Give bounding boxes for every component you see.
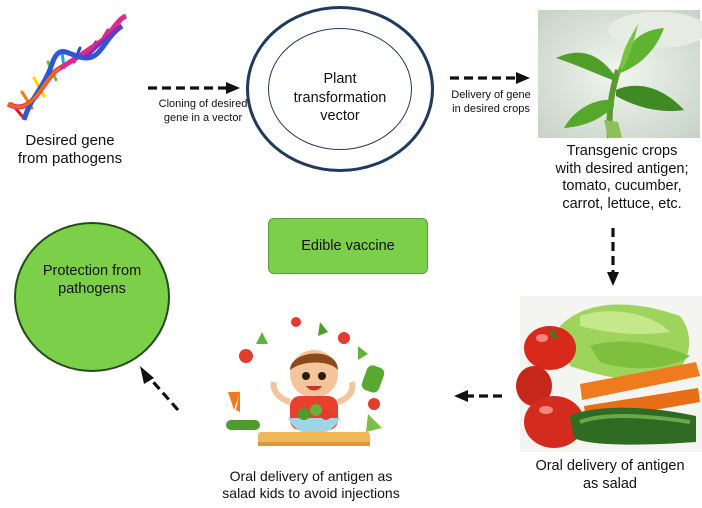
vector-inner-circle — [268, 28, 412, 150]
oral-delivery-kids-label: Oral delivery of antigen as salad kids t… — [222, 468, 400, 502]
kid-salad-icon — [226, 317, 385, 446]
arrow-crops-to-salad — [607, 228, 619, 286]
arrow-gene-to-vector — [148, 82, 240, 94]
desired-gene-text: Desired gene from pathogens — [17, 132, 123, 168]
dna-icon — [6, 13, 128, 121]
oral-delivery-salad-label: Oral delivery of antigen as salad — [535, 458, 685, 492]
salad-vegetables-icon — [516, 296, 702, 452]
protection-label: Protection from pathogens — [42, 263, 142, 298]
delivery-gene-label: Delivery of gene in desired crops — [451, 89, 531, 116]
edible-vaccine-box: Edible vaccine — [268, 218, 428, 274]
cloning-label: Cloning of desired gene in a vector — [158, 98, 248, 125]
transgenic-crops-label: Transgenic crops with desired antigen; t… — [555, 143, 689, 213]
protection-circle — [14, 222, 170, 372]
desired-gene-label: Desired gene from pathogens — [6, 132, 134, 169]
plant-icon — [538, 10, 702, 139]
arrow-vector-to-crops — [450, 72, 530, 84]
vector-label: Plant transformation vector — [293, 71, 387, 125]
edible-vaccine-label: Edible vaccine — [301, 238, 395, 254]
arrow-kid-to-protection — [140, 366, 180, 412]
arrow-salad-to-kid — [454, 390, 502, 402]
